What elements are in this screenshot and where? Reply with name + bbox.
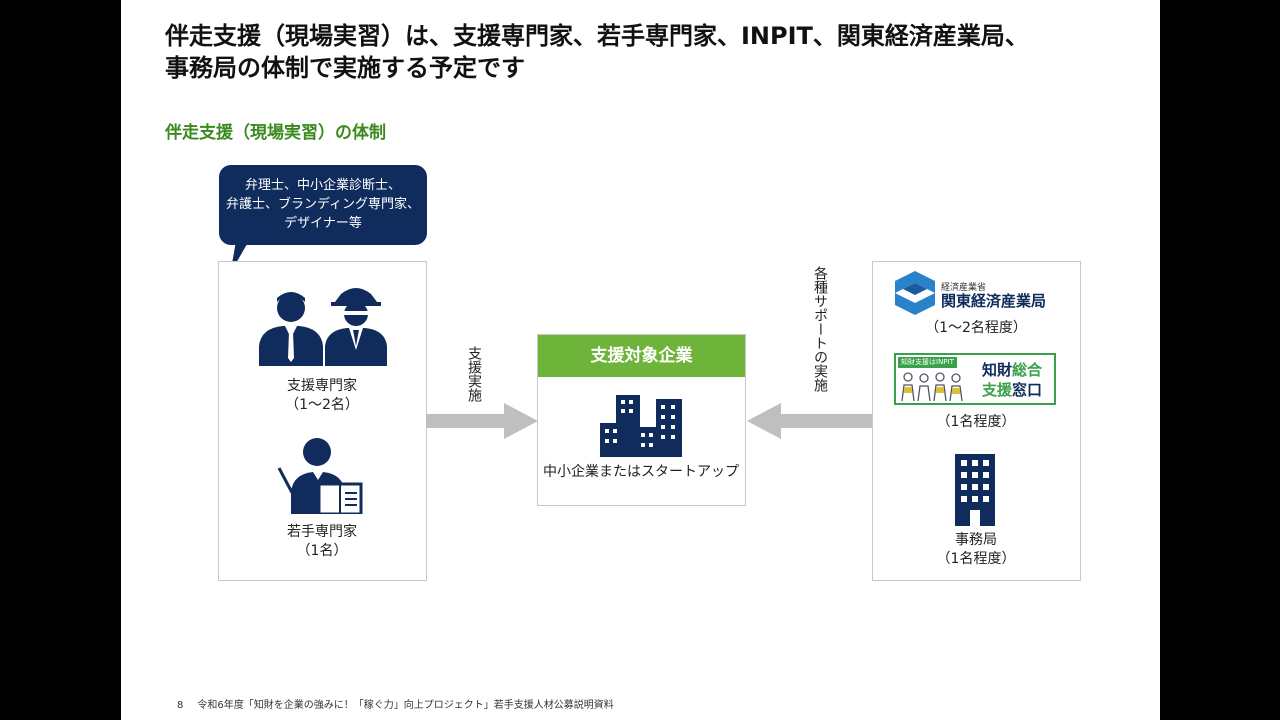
meti-count: （1～2名程度） [925, 320, 1027, 336]
target-company-header: 支援対象企業 [538, 335, 745, 377]
office-building-icon [955, 454, 995, 526]
meti-name: 関東経済産業局 [941, 292, 1047, 310]
office-count: （1名程度） [936, 551, 1016, 567]
inpit-logo: 知財支援はINPIT 知財総合 支援窓口 [894, 353, 1056, 405]
page-title: 伴走支援（現場実習）は、支援専門家、若手専門家、INPIT、関東経済産業局、 事… [165, 20, 1145, 84]
title-line-2: 事務局の体制で実施する予定です [165, 54, 525, 82]
target-company-box: 支援対象企業 中小企業またはスタートアップ [537, 334, 746, 506]
inpit-shien: 支援 [982, 381, 1013, 399]
inpit-text-line-1: 知財総合 [982, 361, 1042, 379]
right-arrow-icon [426, 403, 538, 439]
senior-experts-icon [259, 288, 387, 366]
senior-expert-count: （1～2名） [285, 397, 359, 413]
support-action-label: 支援実施 [466, 346, 482, 402]
meti-small-label: 経済産業省 [941, 283, 987, 293]
inpit-chizai: 知財 [982, 361, 1013, 379]
inpit-banner: 知財支援はINPIT [898, 357, 957, 368]
senior-expert-label: 支援専門家 [287, 378, 357, 394]
junior-expert-icon [277, 438, 363, 514]
office-buildings-icon [600, 395, 682, 457]
slide: 伴走支援（現場実習）は、支援専門家、若手専門家、INPIT、関東経済産業局、 事… [121, 0, 1160, 720]
support-orgs-box: 経済産業省 関東経済産業局 （1～2名程度） 知財支援はINPIT 知財総合 支… [872, 261, 1081, 581]
left-arrow-icon [747, 403, 875, 439]
junior-expert-label: 若手専門家 [287, 524, 357, 540]
inpit-text-line-2: 支援窓口 [982, 381, 1042, 399]
title-line-1: 伴走支援（現場実習）は、支援専門家、若手専門家、INPIT、関東経済産業局、 [165, 22, 1029, 50]
expert-types-bubble: 弁理士、中小企業診断士、 弁護士、ブランディング専門家、 デザイナー等 [219, 165, 427, 245]
inpit-madoguchi: 窓口 [1012, 381, 1043, 399]
bubble-line-2: 弁護士、ブランディング専門家、 [225, 197, 421, 212]
bubble-line-1: 弁理士、中小企業診断士、 [244, 178, 401, 193]
page-number: 8 [177, 700, 184, 711]
experts-box: 支援専門家 （1～2名） 若手専門家 （1名） [218, 261, 427, 581]
bubble-line-3: デザイナー等 [284, 216, 362, 231]
inpit-people-icon [901, 372, 963, 402]
target-company-label: 中小企業またはスタートアップ [543, 464, 739, 480]
inpit-sogo: 総合 [1012, 361, 1043, 379]
various-support-label: 各種サポートの実施 [812, 266, 828, 392]
footer: 8 令和6年度「知財を企業の強みに！「稼ぐ力」向上プロジェクト」若手支援人材公募説… [177, 696, 628, 711]
section-subtitle: 伴走支援（現場実習）の体制 [165, 123, 386, 143]
inpit-count: （1名程度） [936, 414, 1016, 430]
meti-logo-icon [895, 271, 935, 315]
office-label: 事務局 [955, 532, 997, 548]
footer-text: 令和6年度「知財を企業の強みに！「稼ぐ力」向上プロジェクト」若手支援人材公募説明… [197, 700, 614, 711]
junior-expert-count: （1名） [296, 543, 348, 559]
